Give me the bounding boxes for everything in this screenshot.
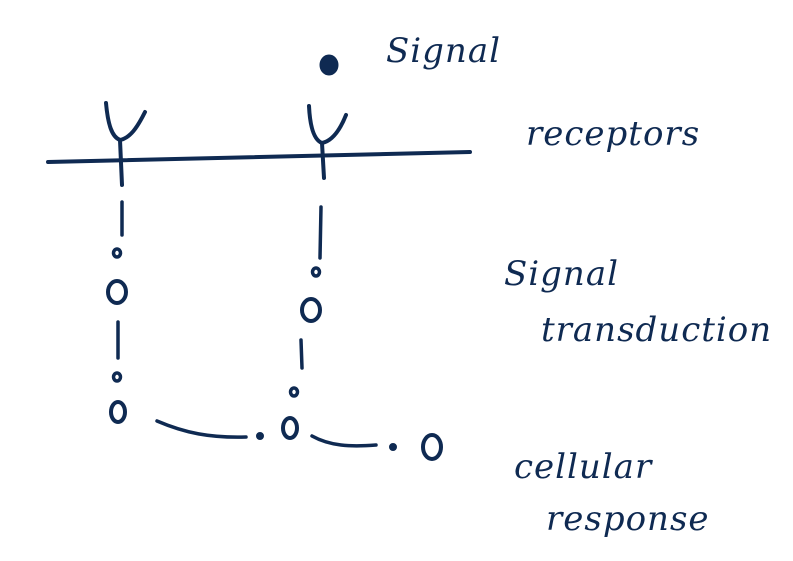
response-output-node (421, 433, 443, 461)
cascade-left-node-2 (109, 400, 127, 424)
cascade-right (281, 205, 323, 440)
receptor-right-cup (307, 104, 348, 145)
signal-transduction-label-line1: Signal (504, 254, 619, 294)
response-end-dot (389, 443, 397, 451)
cascade-right-small-node-1 (310, 266, 322, 278)
cascade-left-node-1 (106, 279, 128, 305)
signal-transduction-label-line2: transduction (541, 310, 772, 350)
signal-molecule-dot (319, 54, 339, 76)
cascade-left-small-node-2 (111, 371, 123, 383)
receptor-left-cup (104, 101, 147, 142)
receptor-left (104, 101, 147, 187)
response-connector-2 (310, 434, 378, 448)
receptor-left-stem (118, 138, 124, 187)
response-connector-1 (155, 419, 248, 439)
cellular-response-label-line2: response (546, 499, 710, 539)
cascade-right-node-2 (281, 416, 299, 440)
response-pathway (155, 419, 443, 461)
cascade-right-small-node-2 (288, 386, 300, 398)
receptors-label: receptors (526, 114, 700, 154)
cascade-right-segment-2 (299, 338, 304, 370)
signal-label: Signal (386, 31, 501, 71)
cellular-response-label-line1: cellular (514, 447, 653, 487)
cascade-right-segment-1 (318, 205, 323, 260)
cascade-left (106, 200, 128, 424)
cascade-right-node-1 (300, 297, 322, 323)
cell-membrane-line (46, 150, 472, 164)
receptor-right-stem (320, 141, 326, 180)
response-junction-dot (256, 432, 264, 440)
cascade-left-small-node-1 (111, 247, 123, 259)
receptor-right (307, 104, 348, 180)
